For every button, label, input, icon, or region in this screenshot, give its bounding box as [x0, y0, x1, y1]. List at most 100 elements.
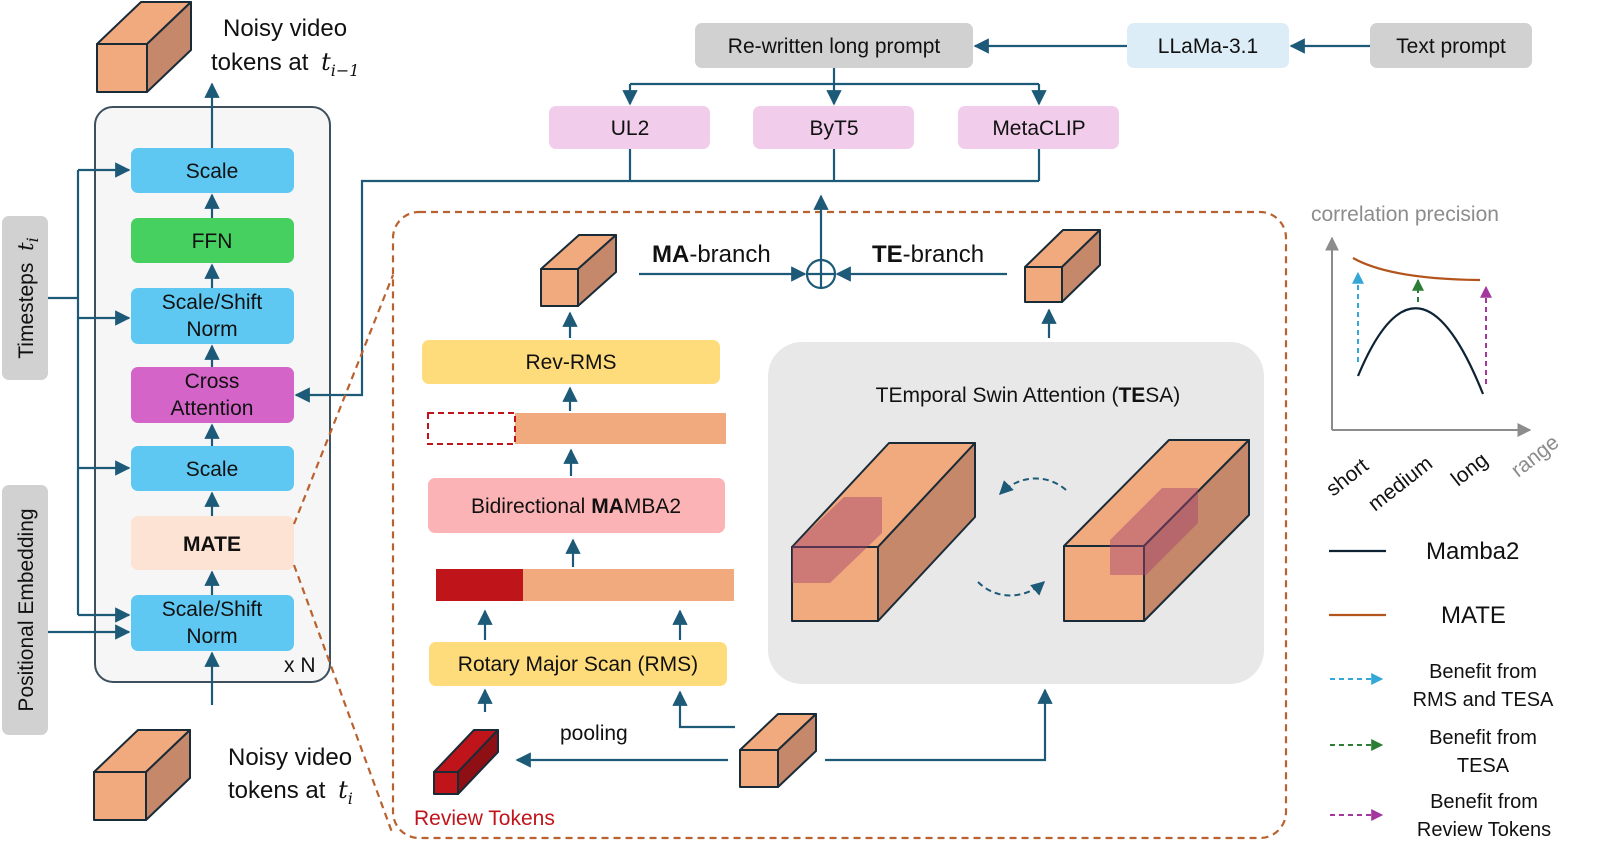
x-tick-medium: medium [1364, 452, 1437, 516]
te-branch-rest: -branch [903, 241, 984, 268]
shift-arrow-top [999, 477, 1067, 495]
tesa-rest: SA) [1145, 384, 1180, 407]
ma-branch-output-cube [540, 234, 617, 307]
legend-benefit-rms-line2: RMS and TESA [1413, 689, 1554, 711]
te-branch-bold: TE [872, 241, 903, 268]
llama-box: LLaMa-3.1 [1127, 23, 1289, 68]
norm-top-box: Scale/Shift Norm [131, 288, 294, 344]
tesa-panel: TEmporal Swin Attention (TESA) [768, 342, 1264, 684]
cube-front-face [1063, 545, 1145, 622]
input-tokens-line2: tokens at ti [228, 776, 353, 808]
cube-front-face [96, 43, 148, 93]
text-pipeline: Text prompt LLaMa-3.1 Re-written long pr… [294, 23, 1532, 403]
chart-title: correlation precision [1311, 203, 1499, 226]
timesteps-symbol: t [14, 242, 38, 251]
timesteps-text: Timesteps [15, 263, 38, 359]
mate-detail-panel: Rev-RMS Bidirectional MAMBA2 Rotary Majo… [292, 194, 1288, 840]
svg-text:Timesteps ti: Timesteps ti [14, 237, 42, 359]
timesteps-label: Timesteps ti [2, 216, 48, 380]
review-tokens-label: Review Tokens [414, 807, 555, 830]
text-prompt-box: Text prompt [1370, 23, 1532, 68]
cross-attention-box: Cross Attention [131, 367, 294, 423]
svg-text:MA-branch: MA-branch [652, 241, 771, 268]
tesa-prefix: TEmporal Swin Attention ( [876, 384, 1119, 407]
legend-benefit-tesa-line2: TESA [1457, 755, 1510, 777]
swin-window-top [792, 497, 882, 547]
cube-front-face [739, 749, 779, 788]
svg-text:TE-branch: TE-branch [872, 241, 984, 268]
output-tokens-subscript: i−1 [331, 61, 360, 80]
x-tick-short: short [1322, 454, 1373, 501]
scale-top-box: Scale [131, 148, 294, 193]
scale-mid-box: Scale [131, 446, 294, 491]
cube-front-face [1024, 266, 1063, 303]
token-seq-after-mamba [427, 412, 726, 445]
x-tick-long: long [1447, 448, 1492, 491]
scale-mid-label: Scale [186, 458, 239, 481]
swin-window-side [830, 497, 882, 583]
svg-text:TEmporal Swin Attention (TESA): TEmporal Swin Attention (TESA) [876, 384, 1181, 407]
cube-front-face [433, 771, 459, 795]
ma-branch-arrows [477, 308, 1057, 768]
legend-benefit-review-line1: Benefit from [1430, 791, 1538, 813]
legend-benefit-tesa-line1: Benefit from [1429, 727, 1537, 749]
byt5-box: ByT5 [753, 106, 914, 149]
byt5-label: ByT5 [809, 117, 858, 140]
timesteps-subscript: i [23, 237, 42, 242]
ul2-box: UL2 [549, 106, 710, 149]
mamba-box: Bidirectional MAMBA2 [428, 478, 725, 533]
correlation-chart: correlation precision short medium long … [1311, 203, 1563, 516]
swin-window-front [792, 547, 830, 583]
norm-bottom-line1: Scale/Shift [162, 598, 263, 621]
ffn-box: FFN [131, 218, 294, 263]
output-tokens-text: tokens at [211, 49, 309, 76]
ul2-label: UL2 [611, 117, 650, 140]
cube-front-face [540, 268, 579, 307]
mamba-bold: MA [591, 495, 624, 518]
legend-benefit-review-line2: Review Tokens [1417, 819, 1551, 841]
input-tokens-subscript: i [348, 789, 353, 808]
output-tokens-line2: tokens at ti−1 [211, 48, 359, 80]
x-axis-label: range [1507, 431, 1563, 482]
rev-rms-box: Rev-RMS [422, 340, 720, 384]
token-seq-before-mamba [436, 569, 734, 601]
rev-rms-label: Rev-RMS [525, 351, 616, 374]
legend-mate-label: MATE [1441, 602, 1506, 629]
legend-mamba2-label: Mamba2 [1426, 538, 1519, 565]
input-token-cube [93, 729, 191, 821]
chart-legend: Mamba2 MATE Benefit from RMS and TESA Be… [1329, 538, 1554, 841]
te-branch-output-cube [1024, 229, 1101, 303]
cross-attention-line1: Cross [185, 370, 240, 393]
review-token-cube [433, 729, 499, 795]
scale-top-label: Scale [186, 160, 239, 183]
merge-circle [639, 194, 1007, 290]
text-prompt-label: Text prompt [1396, 35, 1506, 58]
output-tokens-line1: Noisy video [223, 15, 347, 42]
mate-box: MATE [131, 516, 294, 570]
rewritten-prompt-box: Re-written long prompt [695, 23, 973, 68]
norm-top-line1: Scale/Shift [162, 291, 263, 314]
swin-window-top [1110, 488, 1198, 540]
norm-top-line2: Norm [186, 318, 237, 341]
tesa-window-right-cube [1063, 439, 1250, 622]
positional-embedding-text: Positional Embedding [15, 508, 38, 711]
input-tokens-text: tokens at [228, 777, 326, 804]
input-tokens-symbol: t [338, 776, 348, 804]
pooling-label: pooling [560, 722, 628, 745]
swin-window-front [1110, 540, 1146, 575]
shift-arrow-bottom [977, 581, 1046, 597]
series-mamba2-curve [1356, 307, 1485, 395]
legend-benefit-rms-line1: Benefit from [1429, 661, 1537, 683]
llama-label: LLaMa-3.1 [1158, 35, 1258, 58]
mate-input-token-cube [739, 713, 817, 788]
swin-window-side [1146, 488, 1198, 575]
text-pipeline-arrows [294, 38, 1370, 403]
ffn-label: FFN [192, 230, 233, 253]
ma-branch-rest: -branch [689, 241, 770, 268]
input-tokens-line1: Noisy video [228, 744, 352, 771]
cube-front-face [791, 546, 879, 622]
norm-bottom-box: Scale/Shift Norm [131, 595, 294, 651]
positional-embedding-label: Positional Embedding [2, 485, 48, 735]
